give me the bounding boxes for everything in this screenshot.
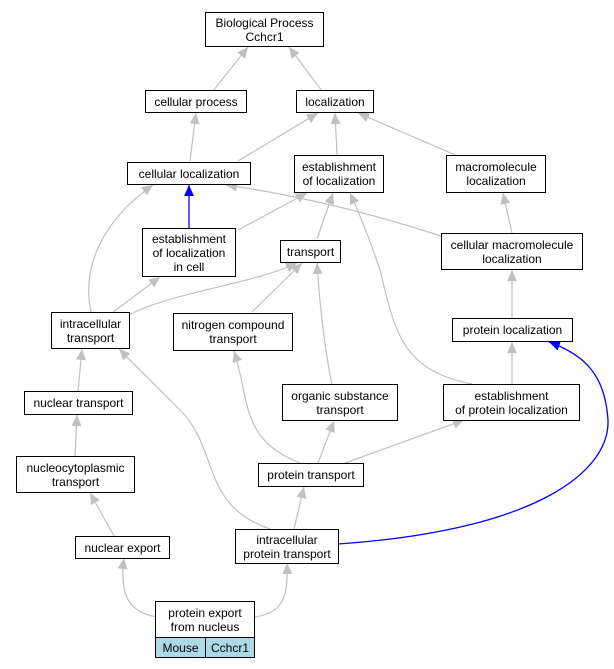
edge-pen-ne bbox=[117, 557, 158, 618]
node-intracellular-transport[interactable]: intracellular transport bbox=[51, 312, 130, 349]
node-cellular-process[interactable]: cellular process bbox=[145, 90, 247, 113]
edge-pt-epl bbox=[344, 419, 465, 464]
edge-elc-eol bbox=[237, 192, 308, 231]
species-tag: Mouse bbox=[155, 637, 206, 658]
edge-epl-eol bbox=[349, 192, 473, 385]
node-nuclear-export[interactable]: nuclear export bbox=[75, 536, 170, 559]
edge-pt-ost bbox=[317, 420, 335, 464]
node-organic-substance-transport[interactable]: organic substance transport bbox=[282, 384, 398, 421]
node-protein-localization[interactable]: protein localization bbox=[452, 318, 573, 342]
edge-ne-nuc bbox=[89, 492, 115, 537]
node-biological-process[interactable]: Biological Process Cchcr1 bbox=[205, 12, 324, 47]
node-localization[interactable]: localization bbox=[296, 90, 374, 113]
edge-cml-ml bbox=[500, 192, 513, 234]
edge-tr-eol bbox=[316, 192, 335, 240]
edge-cl-loc bbox=[237, 112, 319, 162]
gene-tag: Cchcr1 bbox=[205, 637, 255, 658]
edge-ipt-pl-highlight bbox=[337, 341, 609, 545]
edge-cp-bp bbox=[212, 46, 249, 92]
edge-it-elc bbox=[112, 276, 161, 313]
edge-cml-cl bbox=[225, 181, 442, 237]
node-macromolecule-localization[interactable]: macromolecule localization bbox=[446, 155, 546, 193]
edge-pen-ipt bbox=[254, 562, 293, 618]
edge-nct-tr bbox=[251, 262, 303, 313]
node-nuclear-transport[interactable]: nuclear transport bbox=[24, 391, 133, 415]
edge-it-tr bbox=[127, 262, 298, 316]
edge-eol-loc bbox=[330, 112, 341, 156]
edge-nt-it bbox=[75, 348, 86, 392]
node-establishment-of-localization[interactable]: establishment of localization bbox=[294, 155, 384, 193]
node-cellular-macromolecule-localization[interactable]: cellular macromolecule localization bbox=[441, 233, 583, 270]
node-transport[interactable]: transport bbox=[280, 240, 341, 263]
node-intracellular-protein-transport[interactable]: intracellular protein transport bbox=[235, 529, 339, 564]
edge-ipt-it bbox=[118, 348, 271, 530]
node-establishment-of-localization-in-cell[interactable]: establishment of localization in cell bbox=[142, 228, 236, 277]
edge-it-cl bbox=[88, 184, 154, 313]
node-nucleocytoplasmic-transport[interactable]: nucleocytoplasmic transport bbox=[16, 456, 135, 493]
edge-ml-loc bbox=[357, 112, 461, 158]
edge-loc-bp bbox=[288, 46, 323, 92]
node-establishment-of-protein-localization[interactable]: establishment of protein localization bbox=[443, 384, 580, 421]
node-protein-export-from-nucleus[interactable]: protein export from nucleus bbox=[155, 601, 255, 638]
edge-ost-tr bbox=[312, 262, 333, 386]
node-nitrogen-compound-transport[interactable]: nitrogen compound transport bbox=[173, 313, 293, 351]
edge-pt-nct bbox=[232, 350, 301, 464]
node-cellular-localization[interactable]: cellular localization bbox=[127, 162, 251, 185]
edge-cl-cp bbox=[189, 112, 200, 162]
edge-ipt-pt bbox=[293, 486, 307, 530]
edge-nuc-nt bbox=[71, 414, 82, 458]
node-protein-transport[interactable]: protein transport bbox=[258, 463, 364, 487]
